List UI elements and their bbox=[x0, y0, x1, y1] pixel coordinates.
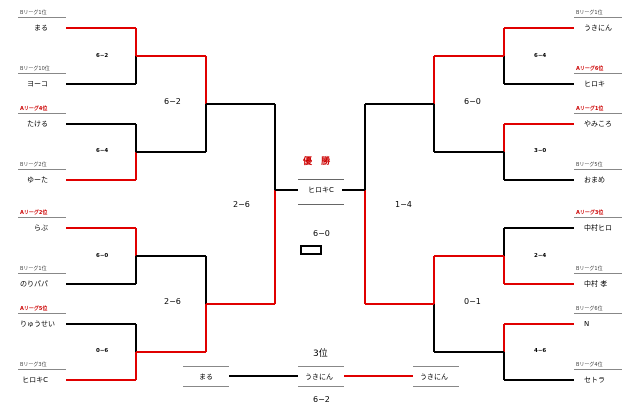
match-score: 0−1 bbox=[464, 297, 481, 306]
third-middle-name: うきにん bbox=[305, 373, 333, 381]
player-name: らぶ bbox=[34, 224, 48, 232]
third-left-rule-bottom bbox=[183, 386, 229, 387]
player-top-rule bbox=[18, 73, 66, 74]
player-top-rule bbox=[574, 217, 622, 218]
player-league: Bリーグ1位 bbox=[576, 266, 603, 272]
player-name: まる bbox=[34, 24, 48, 32]
champion-name: ヒロキC bbox=[308, 186, 334, 194]
match-score: 3−0 bbox=[534, 148, 547, 154]
player-name: 中村ヒロ bbox=[584, 224, 612, 232]
player-top-rule bbox=[18, 113, 66, 114]
third-left-name: まる bbox=[199, 373, 213, 381]
player-league: Aリーグ2位 bbox=[20, 210, 48, 216]
third-place-title: 3位 bbox=[313, 349, 328, 359]
player-league: Bリーグ1位 bbox=[20, 10, 47, 16]
third-right-rule-bottom bbox=[413, 386, 459, 387]
match-score: 6−0 bbox=[464, 97, 481, 106]
player-top-rule bbox=[18, 17, 66, 18]
player-name: りゅうせい bbox=[20, 320, 55, 328]
match-score: 6−4 bbox=[534, 53, 547, 59]
player-league: Aリーグ1位 bbox=[576, 106, 604, 112]
match-score: 2−6 bbox=[164, 297, 181, 306]
match-score: 6−2 bbox=[96, 53, 109, 59]
player-top-rule bbox=[574, 169, 622, 170]
player-name: やみころ bbox=[584, 120, 612, 128]
player-name: のりパパ bbox=[20, 280, 48, 288]
player-name: たける bbox=[27, 120, 48, 128]
player-top-rule bbox=[18, 313, 66, 314]
player-name: おまめ bbox=[584, 176, 605, 184]
match-score: 2−6 bbox=[233, 200, 250, 209]
match-score: 4−6 bbox=[534, 348, 547, 354]
player-name: ヒロキ bbox=[584, 80, 605, 88]
player-name: ヒロキC bbox=[22, 376, 48, 384]
player-league: Bリーグ6位 bbox=[576, 306, 603, 312]
player-name: セトラ bbox=[584, 376, 605, 384]
player-top-rule bbox=[574, 113, 622, 114]
third-right-name: うきにん bbox=[420, 373, 448, 381]
match-score: 2−4 bbox=[534, 253, 547, 259]
player-league: Bリーグ1位 bbox=[576, 10, 603, 16]
player-league: Bリーグ1位 bbox=[20, 266, 47, 272]
third-mid-rule bbox=[298, 366, 344, 367]
player-name: ヨーコ bbox=[27, 80, 48, 88]
player-top-rule bbox=[574, 73, 622, 74]
player-top-rule bbox=[574, 369, 622, 370]
match-score: 6−2 bbox=[164, 97, 181, 106]
player-top-rule bbox=[18, 273, 66, 274]
player-league: Aリーグ5位 bbox=[20, 306, 48, 312]
player-top-rule bbox=[18, 369, 66, 370]
player-league: Bリーグ2位 bbox=[20, 162, 47, 168]
player-top-rule bbox=[574, 17, 622, 18]
player-top-rule bbox=[574, 273, 622, 274]
player-league: Bリーグ5位 bbox=[576, 162, 603, 168]
match-score: 1−4 bbox=[395, 200, 412, 209]
player-league: Bリーグ3位 bbox=[20, 362, 47, 368]
champion-box: ヒロキC bbox=[298, 179, 344, 205]
player-top-rule bbox=[18, 169, 66, 170]
third-right-rule bbox=[413, 366, 459, 367]
player-top-rule bbox=[574, 313, 622, 314]
player-league: Bリーグ10位 bbox=[20, 66, 50, 72]
champion-title: 優 勝 bbox=[303, 157, 334, 167]
player-name: 中村 孝 bbox=[584, 280, 608, 288]
player-league: Aリーグ4位 bbox=[20, 106, 48, 112]
player-league: Aリーグ3位 bbox=[576, 210, 604, 216]
final-score: 6−0 bbox=[313, 229, 330, 238]
match-score: 6−0 bbox=[96, 253, 109, 259]
player-league: Bリーグ4位 bbox=[576, 362, 603, 368]
player-name: ゆーた bbox=[27, 176, 48, 184]
player-name: N bbox=[584, 320, 590, 328]
third-mid-rule-bottom bbox=[298, 386, 344, 387]
player-league: Aリーグ6位 bbox=[576, 66, 604, 72]
match-score: 0−6 bbox=[96, 348, 109, 354]
box-icon bbox=[300, 245, 322, 255]
third-score: 6−2 bbox=[313, 395, 330, 404]
third-left-rule bbox=[183, 366, 229, 367]
match-score: 6−4 bbox=[96, 148, 109, 154]
player-top-rule bbox=[18, 217, 66, 218]
player-name: うきにん bbox=[584, 24, 612, 32]
